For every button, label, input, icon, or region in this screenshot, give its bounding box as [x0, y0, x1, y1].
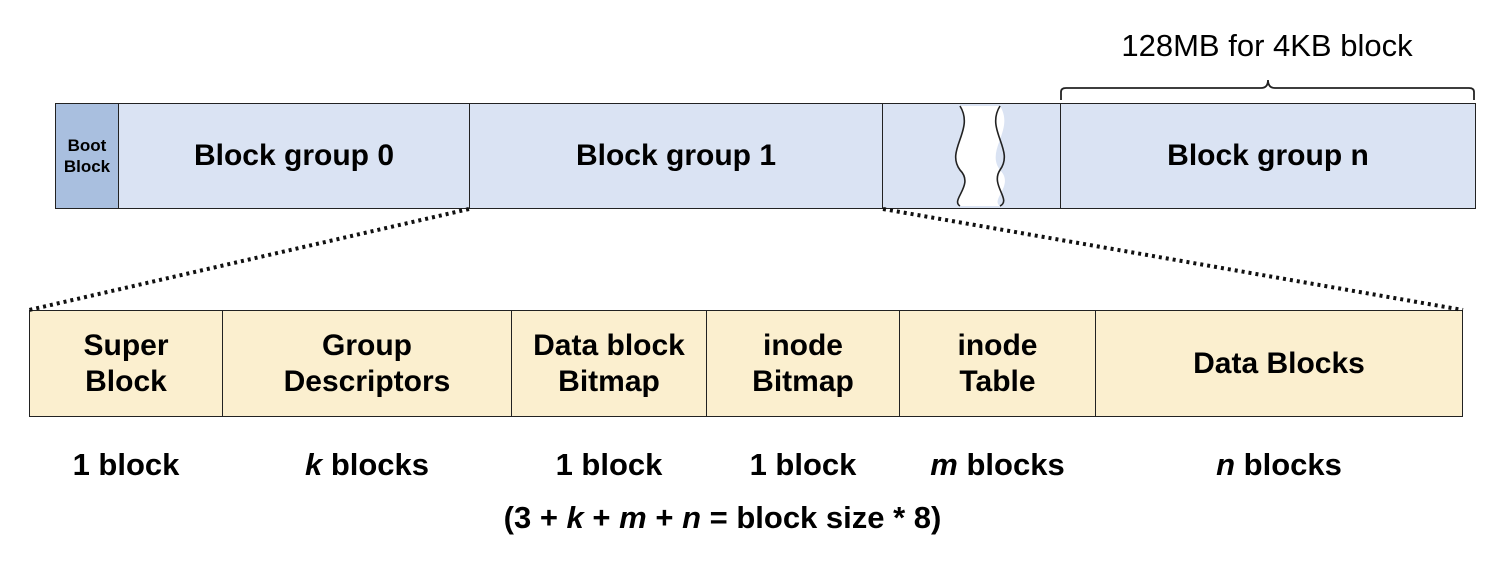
group-descriptors-count-var: k	[304, 447, 323, 483]
data-block-bitmap-count-text: 1 block	[555, 447, 663, 483]
data-blocks-cell: Data Blocks	[1095, 310, 1463, 417]
formula-plus2: +	[646, 500, 683, 536]
data-block-bitmap-count: 1 block	[511, 440, 707, 490]
formula-k: k	[566, 500, 584, 536]
boot-block-label-line1: Boot	[67, 135, 107, 155]
break-mark-left-edge	[954, 105, 966, 207]
block-group-1-label: Block group 1	[575, 139, 777, 172]
block-group-1-cell: Block group 1	[469, 103, 883, 209]
size-brace	[1060, 79, 1475, 100]
group-descriptors-count: k blocks	[222, 440, 512, 490]
data-blocks-count-var: n	[1216, 447, 1236, 483]
formula-m: m	[619, 500, 647, 536]
super-block-line2: Block	[85, 364, 167, 398]
break-mark	[955, 106, 1005, 206]
boot-block-cell: Boot Block	[55, 103, 119, 209]
inode-table-count-var: m	[930, 447, 958, 483]
formula-n: n	[682, 500, 701, 536]
zoom-line-right	[882, 207, 1464, 312]
group-descriptors-line2: Descriptors	[283, 364, 451, 398]
formula-rest: = block size * 8)	[701, 500, 942, 536]
inode-table-line1: inode	[957, 328, 1038, 362]
data-block-bitmap-line2: Bitmap	[558, 364, 660, 398]
group-descriptors-line1: Group	[321, 328, 412, 362]
super-block-count-text: 1 block	[72, 447, 180, 483]
block-group-n-cell: Block group n	[1060, 103, 1476, 209]
formula-open: (3 +	[503, 500, 567, 536]
break-mark-right-edge	[994, 105, 1006, 207]
super-block-line1: Super	[83, 328, 169, 362]
data-blocks-count: n blocks	[1095, 440, 1463, 490]
data-block-bitmap-line1: Data block	[533, 328, 685, 362]
formula-plus1: +	[583, 500, 620, 536]
group-descriptors-count-text: blocks	[322, 447, 430, 483]
super-block-count: 1 block	[29, 440, 223, 490]
brace-label: 128MB for 4KB block	[1121, 28, 1413, 64]
inode-bitmap-count-text: 1 block	[749, 447, 857, 483]
block-group-n-label: Block group n	[1167, 139, 1369, 172]
zoom-line-left	[28, 207, 470, 312]
inode-bitmap-line2: Bitmap	[752, 364, 854, 398]
inode-bitmap-count: 1 block	[706, 440, 900, 490]
inode-table-count-text: blocks	[957, 447, 1065, 483]
block-count-formula: (3 + k + m + n = block size * 8)	[0, 492, 1445, 544]
data-blocks-label: Data Blocks	[1193, 346, 1365, 380]
block-group-0-label: Block group 0	[193, 139, 395, 172]
inode-table-line2: Table	[959, 364, 1036, 398]
inode-bitmap-line1: inode	[763, 328, 843, 362]
boot-block-label-line2: Block	[63, 157, 111, 176]
inode-table-count: m blocks	[899, 440, 1096, 490]
data-blocks-count-text: blocks	[1235, 447, 1342, 483]
